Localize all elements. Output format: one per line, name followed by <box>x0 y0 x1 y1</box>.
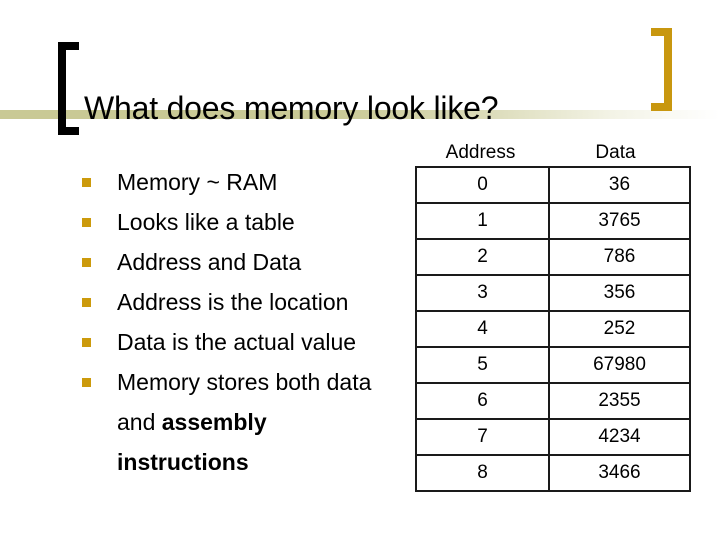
list-item: Address and Data <box>78 242 398 282</box>
cell-address: 2 <box>415 238 550 276</box>
table-row: 4 252 <box>415 310 691 348</box>
page-title: What does memory look like? <box>84 90 499 127</box>
cell-data: 3466 <box>548 454 691 492</box>
list-item-label: Address is the location <box>117 289 349 315</box>
cell-address: 1 <box>415 202 550 240</box>
bullet-square-icon <box>82 258 91 267</box>
list-item-label: Memory ~ RAM <box>117 169 278 195</box>
cell-data: 36 <box>548 166 691 204</box>
bullet-square-icon <box>82 218 91 227</box>
table-row: 2 786 <box>415 238 691 276</box>
cell-data: 2355 <box>548 382 691 420</box>
cell-address: 8 <box>415 454 550 492</box>
cell-address: 3 <box>415 274 550 312</box>
table-row: 1 3765 <box>415 202 691 240</box>
list-item: Looks like a table <box>78 202 398 242</box>
bullet-square-icon <box>82 298 91 307</box>
table-row: 3 356 <box>415 274 691 312</box>
bullet-square-icon <box>82 338 91 347</box>
cell-data: 67980 <box>548 346 691 384</box>
bullet-list: Memory ~ RAM Looks like a table Address … <box>78 162 398 482</box>
cell-data: 252 <box>548 310 691 348</box>
left-bracket-decoration <box>58 42 79 135</box>
bullet-square-icon <box>82 378 91 387</box>
table-row: 8 3466 <box>415 454 691 492</box>
list-item: Data is the actual value <box>78 322 398 362</box>
list-item-label: Looks like a table <box>117 209 295 235</box>
list-item-emphasis: assembly instructions <box>117 409 267 475</box>
column-header-address: Address <box>445 141 516 163</box>
cell-address: 4 <box>415 310 550 348</box>
table-row: 0 36 <box>415 166 691 204</box>
memory-table-container: Address Data 0 36 1 3765 2 786 3 3 <box>415 139 691 492</box>
cell-address: 6 <box>415 382 550 420</box>
table-row: 5 67980 <box>415 346 691 384</box>
cell-data: 4234 <box>548 418 691 456</box>
title-underline-bar <box>0 110 720 119</box>
list-item: Address is the location <box>78 282 398 322</box>
bullet-square-icon <box>82 178 91 187</box>
list-item: Memory ~ RAM <box>78 162 398 202</box>
cell-data: 786 <box>548 238 691 276</box>
table-row: 6 2355 <box>415 382 691 420</box>
cell-data: 356 <box>548 274 691 312</box>
list-item-label: Address and Data <box>117 249 302 275</box>
cell-address: 0 <box>415 166 550 204</box>
memory-table-header-row: Address Data <box>415 139 685 166</box>
list-item-label: Data is the actual value <box>117 329 357 355</box>
memory-table: 0 36 1 3765 2 786 3 356 4 252 <box>415 166 691 492</box>
column-header-data: Data <box>595 141 636 163</box>
table-row: 7 4234 <box>415 418 691 456</box>
list-item: Memory stores both data and assembly ins… <box>78 362 398 482</box>
list-item-label: Memory stores both data and <box>117 369 372 435</box>
cell-address: 7 <box>415 418 550 456</box>
right-bracket-decoration <box>651 28 672 111</box>
cell-address: 5 <box>415 346 550 384</box>
cell-data: 3765 <box>548 202 691 240</box>
